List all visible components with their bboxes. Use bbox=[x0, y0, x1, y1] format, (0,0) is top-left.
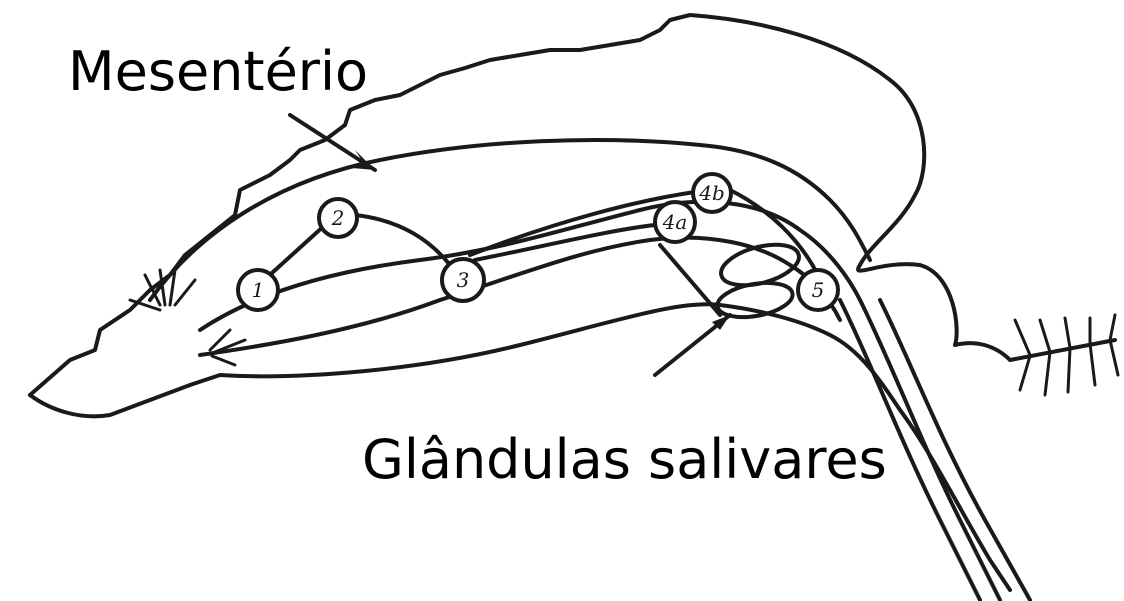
node-5-label: 5 bbox=[812, 278, 825, 302]
posterior-antenna bbox=[1010, 315, 1118, 395]
node-3: 3 bbox=[442, 259, 484, 301]
node-4b-label: 4b bbox=[698, 181, 725, 205]
node-4a: 4a bbox=[655, 202, 695, 242]
node-5: 5 bbox=[798, 270, 838, 310]
node-3-label: 3 bbox=[457, 268, 470, 292]
gut-lower-wall bbox=[200, 238, 840, 355]
node-2-label: 2 bbox=[331, 206, 345, 230]
mesentery-pointer bbox=[290, 115, 375, 170]
node-1: 1 bbox=[238, 270, 278, 310]
mesentery-label: Mesentério bbox=[68, 40, 368, 103]
node-4b: 4b bbox=[693, 174, 731, 212]
node-4a-label: 4a bbox=[662, 210, 688, 234]
node-2: 2 bbox=[319, 199, 357, 237]
salivary-glands-label: Glândulas salivares bbox=[362, 428, 887, 491]
node-1-label: 1 bbox=[252, 278, 265, 302]
